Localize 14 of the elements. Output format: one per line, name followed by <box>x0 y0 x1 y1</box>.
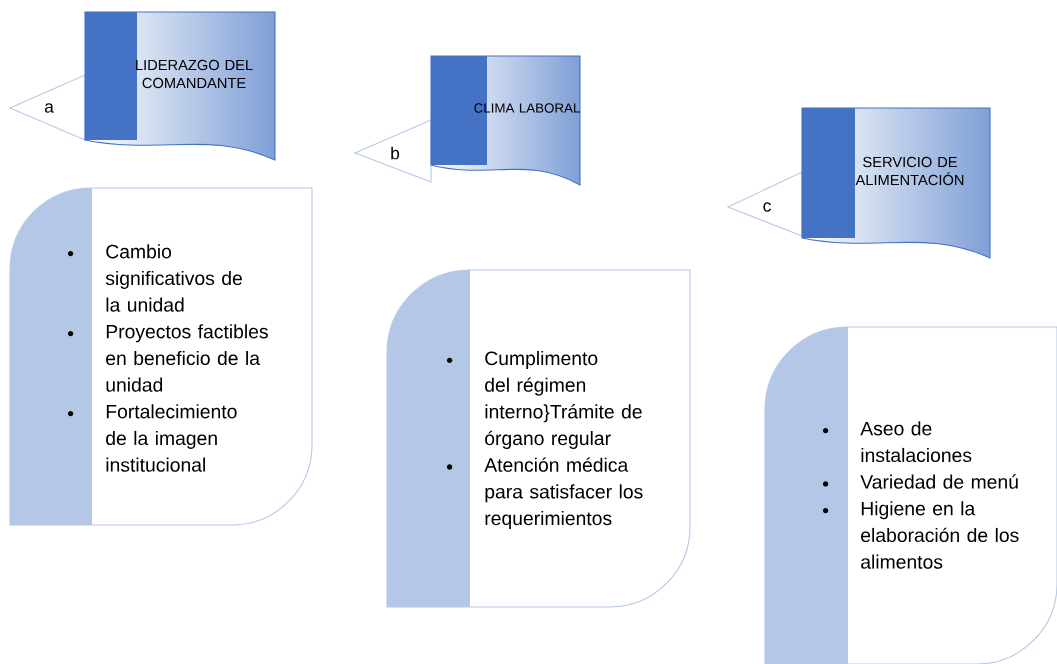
bullet-card <box>9 187 313 526</box>
bullet-item: Higiene en la elaboración de los alimentos <box>861 501 1019 569</box>
banner: CLIMA LABORAL <box>430 55 581 186</box>
bullet-item: Cumplimento del régimen interno}Trámite de órgano regular <box>485 351 642 449</box>
bullet-item: Aseo de instalaciones <box>860 421 972 463</box>
bullet-item: Proyectos factibles en beneficio de la unidad <box>106 324 268 392</box>
bullet-item: Cambio significativos de la unidad <box>105 244 242 312</box>
bullet-item: Variedad de menú <box>860 474 1018 489</box>
bullet-card <box>764 326 1057 664</box>
bullet-card <box>386 269 691 608</box>
bullet-item: Fortalecimiento de la imagen institucional <box>106 404 237 472</box>
banner: SERVICIO DE ALIMENTACIÓN <box>801 107 991 259</box>
banner: LIDERAZGO DEL COMANDANTE <box>84 11 276 161</box>
bullet-item: Atención médica para satisfacer los requerimientos <box>484 457 643 529</box>
